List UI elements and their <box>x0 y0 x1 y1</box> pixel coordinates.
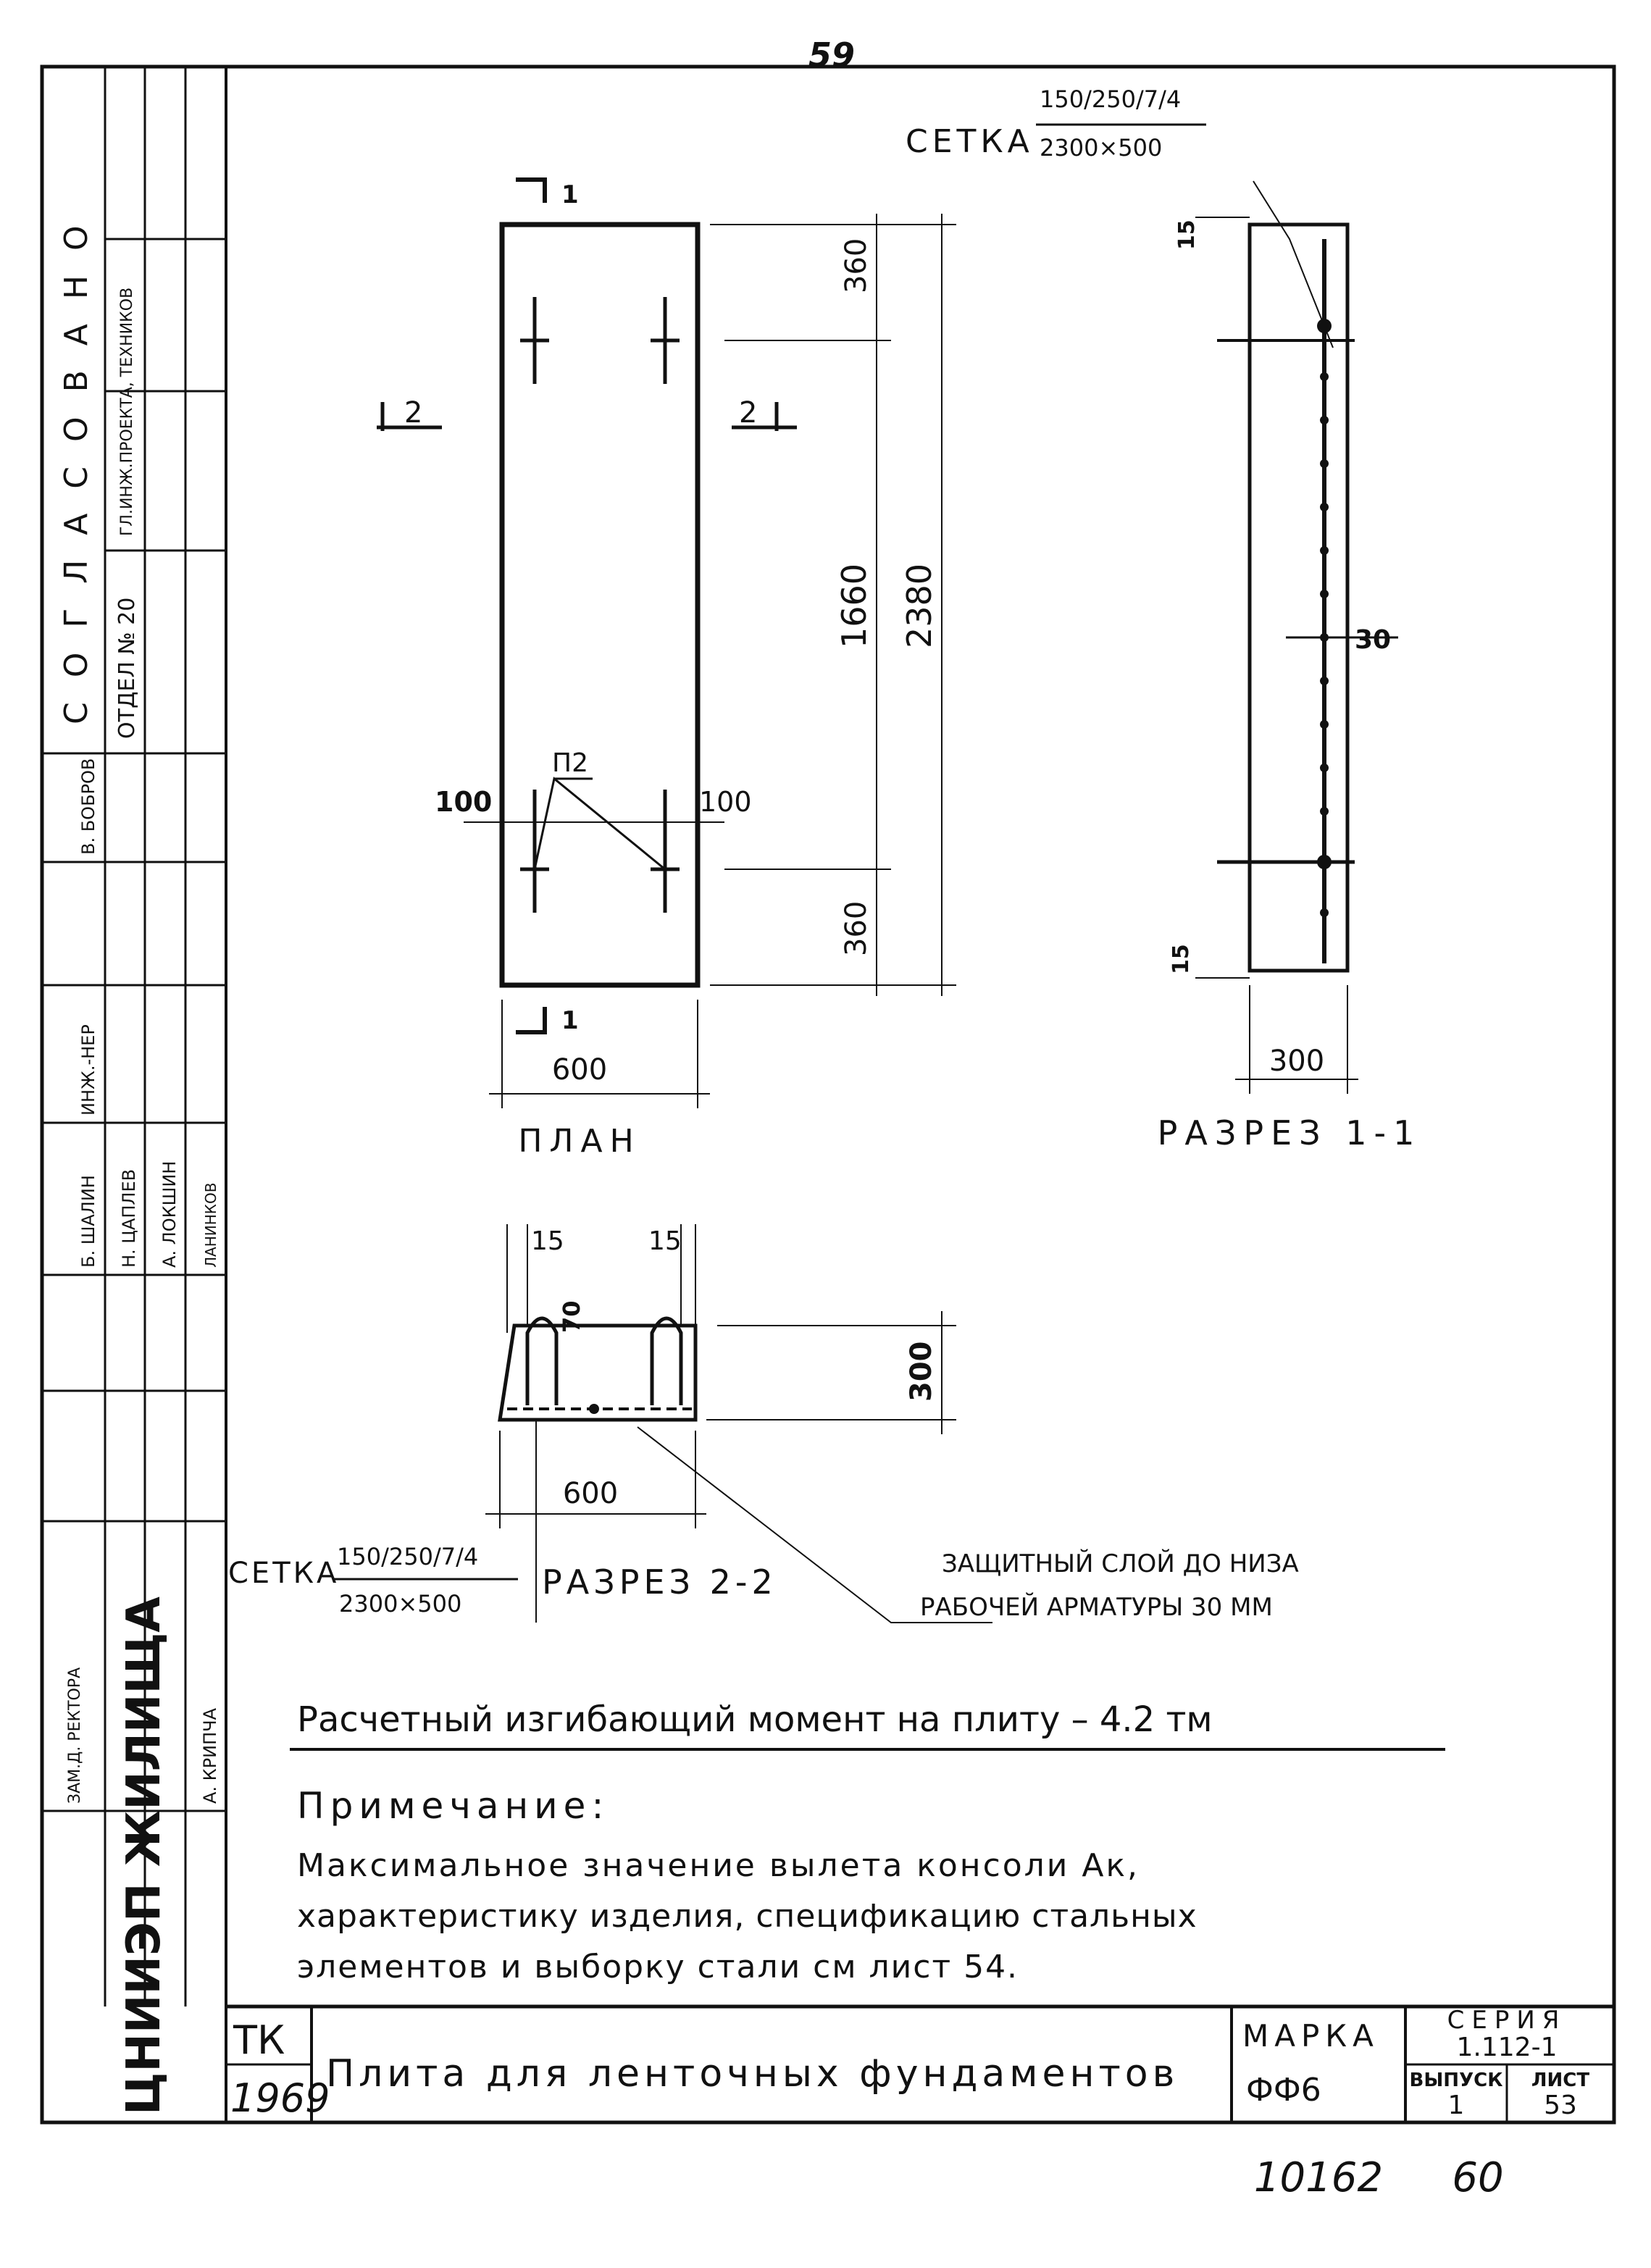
s11-rebar-dots <box>1317 319 1332 917</box>
s22-mesh-den: 2300×500 <box>339 1590 461 1618</box>
tb-marka-value: ФФ6 <box>1246 2072 1321 2109</box>
tb-series-value: 1.112-1 <box>1457 2033 1558 2062</box>
doc-number-2: 60 <box>1452 2154 1503 2201</box>
plan-dim-left-offset: 100 <box>435 786 492 818</box>
stamp-row-9: А. КРИПЧА <box>200 1707 220 1804</box>
note-line-2: характеристику изделия, спецификацию ста… <box>297 1898 1198 1935</box>
tb-sheet-label: ЛИСТ <box>1531 2070 1589 2091</box>
plan-section-mark-top: 1 <box>561 180 579 209</box>
stamp-row-2: В. БОБРОВ <box>78 758 99 855</box>
plan-dim-right-offset: 100 <box>699 786 752 818</box>
plan-section-mark-right: 2 <box>739 396 757 430</box>
s11-mesh-den: 2300×500 <box>1040 134 1162 162</box>
stamp-row-4: Б. ШАЛИН <box>78 1175 99 1268</box>
s11-dim-side: 30 <box>1355 625 1391 655</box>
plan-dim-middle: 1660 <box>835 564 874 648</box>
tb-year: 1969 <box>230 2075 330 2121</box>
s22-cover-note-2: РАБОЧЕЙ АРМАТУРЫ 30 ММ <box>920 1592 1273 1622</box>
section-2-2-view: 15 15 70 300 600 СЕТКА 150/250/7/4 2300×… <box>228 1224 1299 1623</box>
s11-dim-width: 300 <box>1269 1045 1324 1078</box>
title-block: ТК 1969 Плита для ленточных фундаментов … <box>226 2004 1614 2122</box>
s22-dim-left: 15 <box>531 1226 564 1256</box>
s22-cover-note-1: ЗАЩИТНЫЙ СЛОЙ ДО НИЗА <box>942 1549 1299 1578</box>
s11-mesh-label: СЕТКА <box>906 123 1034 160</box>
s11-dim-top: 15 <box>1174 219 1200 250</box>
notes-block: Расчетный изгибающий момент на плиту – 4… <box>290 1699 1445 1985</box>
plan-section-mark-bottom: 1 <box>561 1006 579 1035</box>
stamp-row-8: ЗАМ.Д. РЕКТОРА <box>66 1667 84 1804</box>
plan-dim-total: 2380 <box>900 564 939 648</box>
s22-mesh-num: 150/250/7/4 <box>337 1543 478 1570</box>
stamp-row-1: ГЛ.ИНЖ.ПРОЕКТА, ТЕХНИКОВ <box>118 288 136 536</box>
plan-dim-width: 600 <box>552 1053 607 1087</box>
plan-view: 1 1 2 2 П2 100 100 360 1660 360 <box>377 177 956 1160</box>
plan-dim-top: 360 <box>840 238 873 293</box>
tb-org: ТК <box>233 2017 285 2063</box>
stamp-row-5: Н. ЦАПЛЕВ <box>119 1169 139 1268</box>
stamp-agreed: С О Г Л А С О В А Н О <box>58 218 95 724</box>
section-1-1-view: СЕТКА 150/250/7/4 2300×500 15 15 30 300 … <box>906 85 1422 1152</box>
note-title: Примечание: <box>297 1785 609 1827</box>
s22-dim-right: 15 <box>648 1226 682 1256</box>
stamp-dept: ОТДЕЛ № 20 <box>114 598 140 739</box>
tb-issue-label: ВЫПУСК <box>1410 2070 1503 2091</box>
tb-issue-value: 1 <box>1448 2091 1465 2120</box>
s22-mesh-label: СЕТКА <box>228 1557 339 1590</box>
tb-title: Плита для ленточных фундаментов <box>326 2052 1179 2096</box>
tb-series-label: СЕРИЯ <box>1447 2006 1567 2035</box>
s22-dim-height: 300 <box>905 1342 938 1402</box>
s11-title: РАЗРЕЗ 1-1 <box>1158 1113 1422 1152</box>
plan-section-mark-left: 2 <box>404 396 422 430</box>
s22-title: РАЗРЕЗ 2-2 <box>542 1562 777 1602</box>
note-line-1: Максимальное значение вылета консоли Ак, <box>297 1847 1140 1884</box>
s22-dim-loop: 70 <box>558 1300 585 1333</box>
note-line-3: элементов и выборку стали см лист 54. <box>297 1949 1019 1985</box>
plan-loop-label: П2 <box>552 748 588 778</box>
moment-text: Расчетный изгибающий момент на плиту – 4… <box>297 1699 1213 1740</box>
s11-mesh-num: 150/250/7/4 <box>1040 85 1181 113</box>
page-number-top: 59 <box>808 35 855 75</box>
stamp-row-3: ИНЖ.-НЕР <box>78 1024 99 1116</box>
s11-dim-bottom: 15 <box>1169 944 1194 974</box>
plan-dim-bottom: 360 <box>840 901 873 956</box>
stamp-row-6: А. ЛОКШИН <box>159 1161 180 1268</box>
s22-dim-width: 600 <box>563 1477 618 1510</box>
doc-number: 10162 <box>1254 2154 1383 2201</box>
sheet-frame <box>40 64 1616 2125</box>
stamp-institute: ЦНИИЭП ЖИЛИЩА <box>117 1597 171 2115</box>
stamp-row-7: ЛАНИНКОВ <box>202 1183 220 1268</box>
tb-marka-label: МАРКА <box>1242 2018 1379 2054</box>
plan-title: ПЛАН <box>518 1123 640 1160</box>
tb-sheet-value: 53 <box>1544 2091 1577 2120</box>
